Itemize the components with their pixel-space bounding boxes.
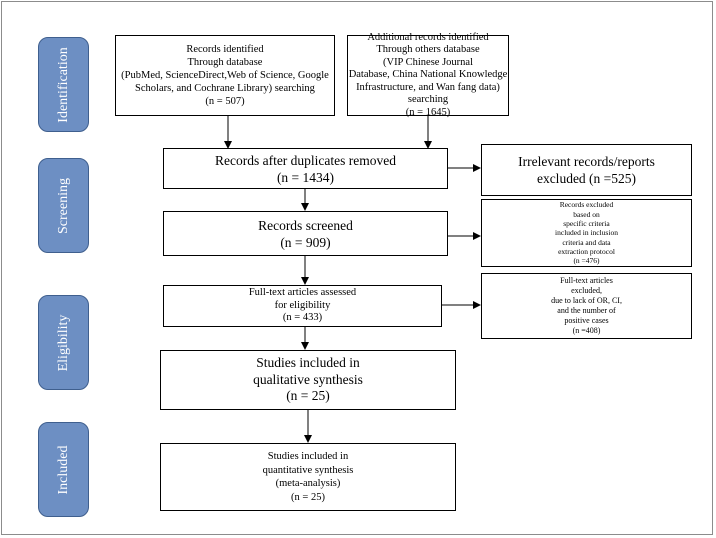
box-text-line: Infrastructure, and Wan fang data) searc…: [356, 81, 500, 106]
box-text-line: (VIP Chinese Journal: [382, 56, 473, 68]
box-fulltext-assessed: Full-text articles assessed for eligibil…: [163, 285, 442, 327]
box-text-line: excluded (n =525): [536, 171, 637, 186]
box-text-line: (n = 507): [205, 96, 245, 107]
box-text-line: and the number of: [557, 306, 616, 315]
box-records-identified: Records identified Through database (Pub…: [115, 35, 335, 116]
box-text-line: (n = 1645): [405, 106, 451, 118]
box-text-line: Records identified: [186, 44, 264, 55]
box-text-line: Studies included in: [256, 355, 360, 371]
box-text-line: Full-text articles assessed: [248, 287, 357, 299]
box-duplicates-removed: Records after duplicates removed (n = 14…: [163, 148, 448, 189]
stage-eligibility: Eligibility: [38, 295, 89, 390]
box-text-line: Additional records identified: [367, 31, 489, 43]
box-text-line: Records after duplicates removed: [214, 152, 397, 168]
box-text-line: Records screened: [258, 217, 353, 233]
box-quantitative-synthesis: Studies included in quantitative synthes…: [160, 443, 456, 511]
box-text-line: based on: [573, 209, 600, 219]
box-text-line: (PubMed, ScienceDirect,Web of Science, G…: [121, 70, 329, 81]
box-text-line: Irrelevant records/reports: [518, 154, 655, 169]
box-text-line: (n = 25): [286, 388, 330, 404]
stage-included: Included: [38, 422, 89, 517]
box-records-excluded: Records excluded based on specific crite…: [481, 199, 692, 267]
box-text-line: for eligibility: [274, 299, 331, 311]
box-text-line: Records excluded: [559, 200, 614, 210]
box-text-line: (n =408): [572, 326, 601, 335]
box-qualitative-synthesis: Studies included in qualitative synthesi…: [160, 350, 456, 410]
box-text-line: Scholars, and Cochrane Library) searchin…: [135, 83, 315, 94]
box-text-line: (n = 909): [280, 234, 331, 250]
stage-screening: Screening: [38, 158, 89, 253]
box-text-line: Through database: [187, 57, 263, 68]
box-text-line: Database, China National Knowledge: [348, 69, 508, 81]
box-text-line: included in inclusion: [555, 228, 618, 238]
box-text-line: (n = 433): [282, 312, 323, 324]
box-text-line: excluded,: [571, 286, 602, 295]
box-text-line: (meta-analysis): [275, 478, 341, 489]
box-records-screened: Records screened (n = 909): [163, 211, 448, 256]
box-text-line: (n = 1434): [276, 169, 335, 185]
box-text-line: Studies included in: [267, 451, 349, 462]
box-text-line: quantitative synthesis: [262, 464, 354, 476]
box-text-line: (n =476): [573, 256, 600, 266]
box-text-line: qualitative synthesis: [253, 371, 363, 387]
box-fulltext-excluded: Full-text articles excluded, due to lack…: [481, 273, 692, 339]
box-text-line: extraction protocol: [558, 246, 615, 256]
box-text-line: Through others database: [376, 44, 480, 56]
box-text-line: (n = 25): [291, 491, 325, 503]
box-irrelevant-excluded: Irrelevant records/reports excluded (n =…: [481, 144, 692, 196]
box-text-line: Full-text articles: [560, 276, 613, 285]
box-text-line: due to lack of OR, CI,: [551, 296, 622, 305]
box-text-line: positive cases: [564, 316, 609, 325]
stage-identification: Identification: [38, 37, 89, 132]
box-text-line: criteria and data: [562, 237, 611, 247]
box-additional-records: Additional records identified Through ot…: [347, 31, 509, 118]
box-text-line: specific criteria: [563, 219, 610, 229]
